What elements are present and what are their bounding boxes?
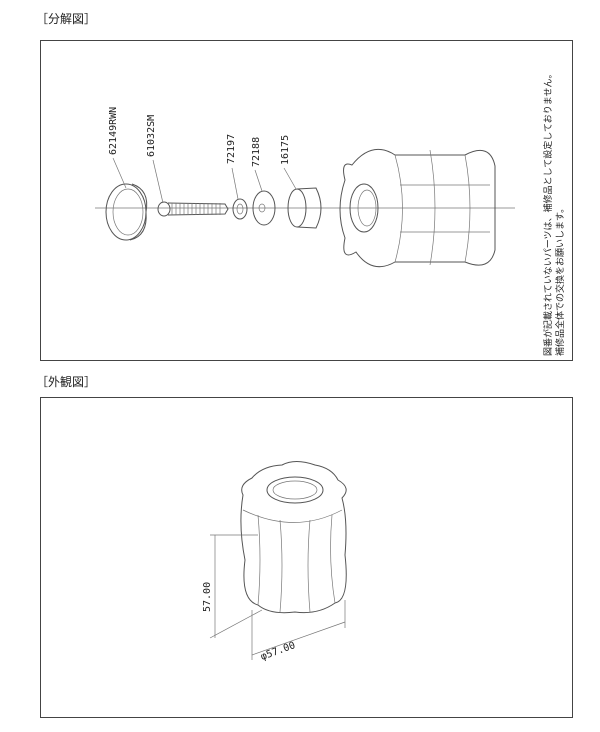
- note-line-2: 補修品全体での交換をお願いします。: [554, 204, 566, 356]
- part-label-72197: 72197: [226, 134, 237, 164]
- washer-part: [252, 190, 276, 226]
- exterior-view-frame: [40, 397, 573, 718]
- height-dimension-label: 57.00: [202, 582, 213, 612]
- lock-washer-part: [232, 198, 248, 220]
- exterior-view-heading: ［外観図］: [36, 375, 97, 389]
- cap-part: [105, 183, 148, 241]
- note-line-1: 図番が記載されていないパーツは、補修品として設定しておりません。: [542, 70, 554, 356]
- part-label-62149RWN: 62149RWN: [108, 107, 119, 155]
- part-label-72188: 72188: [251, 137, 262, 167]
- part-label-16175: 16175: [280, 135, 291, 165]
- part-label-61032SM: 61032SM: [146, 115, 157, 157]
- exterior-knob: [240, 461, 347, 614]
- exploded-view-heading: ［分解図］: [36, 12, 97, 26]
- screw-part: [157, 201, 229, 217]
- diameter-dimension: [251, 600, 346, 660]
- ring-part: [287, 187, 322, 229]
- exploded-view-frame: [40, 40, 573, 361]
- height-dimension: [209, 534, 263, 639]
- handle-knob-part: [339, 148, 496, 268]
- diameter-dimension-label: φ57.00: [259, 640, 297, 663]
